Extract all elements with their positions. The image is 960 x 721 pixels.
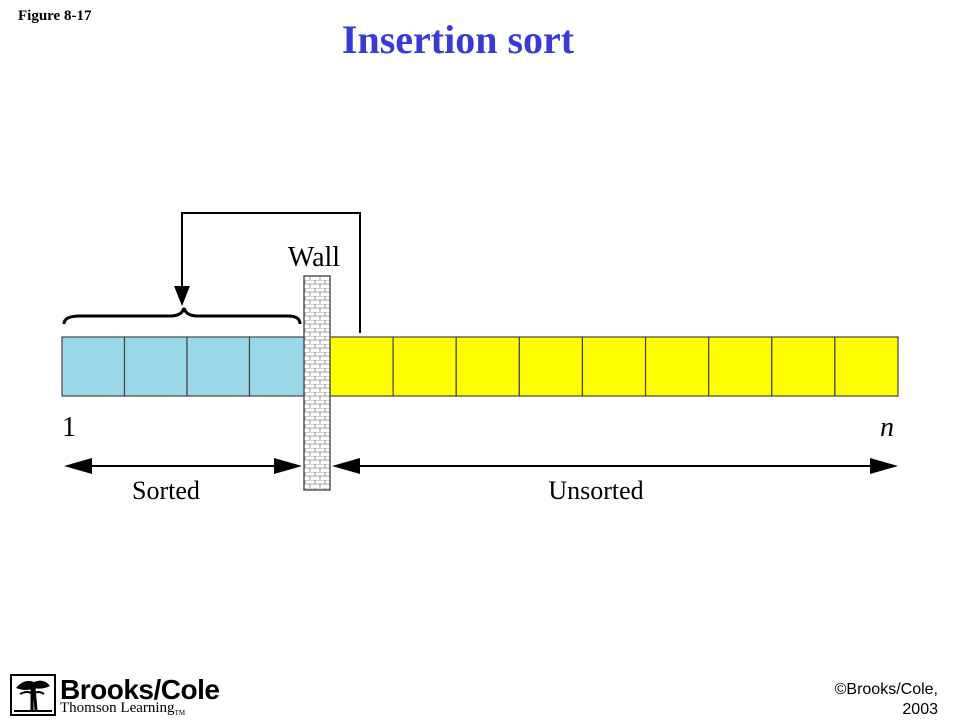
sorted-cell <box>123 336 188 397</box>
wall-label: Wall <box>288 242 340 273</box>
sorted-cell <box>61 336 126 397</box>
sorted-cells <box>61 336 313 397</box>
sorted-cell <box>186 336 251 397</box>
unsorted-cell <box>581 336 647 397</box>
unsorted-range-left-arrowhead <box>332 458 360 474</box>
unsorted-cell <box>329 336 394 397</box>
insertion-arrow <box>181 212 361 333</box>
page-title: Insertion sort <box>341 17 575 62</box>
sorted-cell <box>248 336 313 397</box>
publisher-sub-text: Thomson Learning <box>60 700 175 716</box>
sorted-range-right-arrowhead <box>274 458 302 474</box>
unsorted-label: Unsorted <box>548 476 643 505</box>
end-index-label: n <box>880 412 894 443</box>
trademark: TM <box>174 709 186 717</box>
figure-label: Figure 8-17 <box>18 8 92 24</box>
start-index-label: 1 <box>62 412 76 443</box>
unsorted-cell <box>771 336 836 397</box>
publisher-logo: Brooks/Cole Thomson LearningTM <box>10 674 240 718</box>
copyright: ©Brooks/Cole, 2003 <box>798 680 938 720</box>
unsorted-cell <box>518 336 584 397</box>
sorted-label: Sorted <box>132 476 200 505</box>
sorted-brace <box>62 307 302 325</box>
sorted-range-left-arrowhead <box>64 458 92 474</box>
publisher-sub: Thomson LearningTM <box>60 700 185 717</box>
unsorted-cell <box>708 336 773 397</box>
copyright-line-2: 2003 <box>902 701 938 718</box>
unsorted-cell <box>392 336 457 397</box>
copyright-line-1: ©Brooks/Cole, <box>834 681 938 698</box>
unsorted-cell <box>834 336 899 397</box>
unsorted-cell <box>644 336 710 397</box>
publisher-name: Brooks/Cole <box>60 674 220 705</box>
insertion-arrow-head <box>174 286 190 306</box>
tree-logo-icon <box>10 674 56 716</box>
unsorted-cells <box>329 336 899 397</box>
unsorted-range-right-arrowhead <box>870 458 898 474</box>
wall <box>303 275 331 491</box>
unsorted-cell <box>455 336 520 397</box>
